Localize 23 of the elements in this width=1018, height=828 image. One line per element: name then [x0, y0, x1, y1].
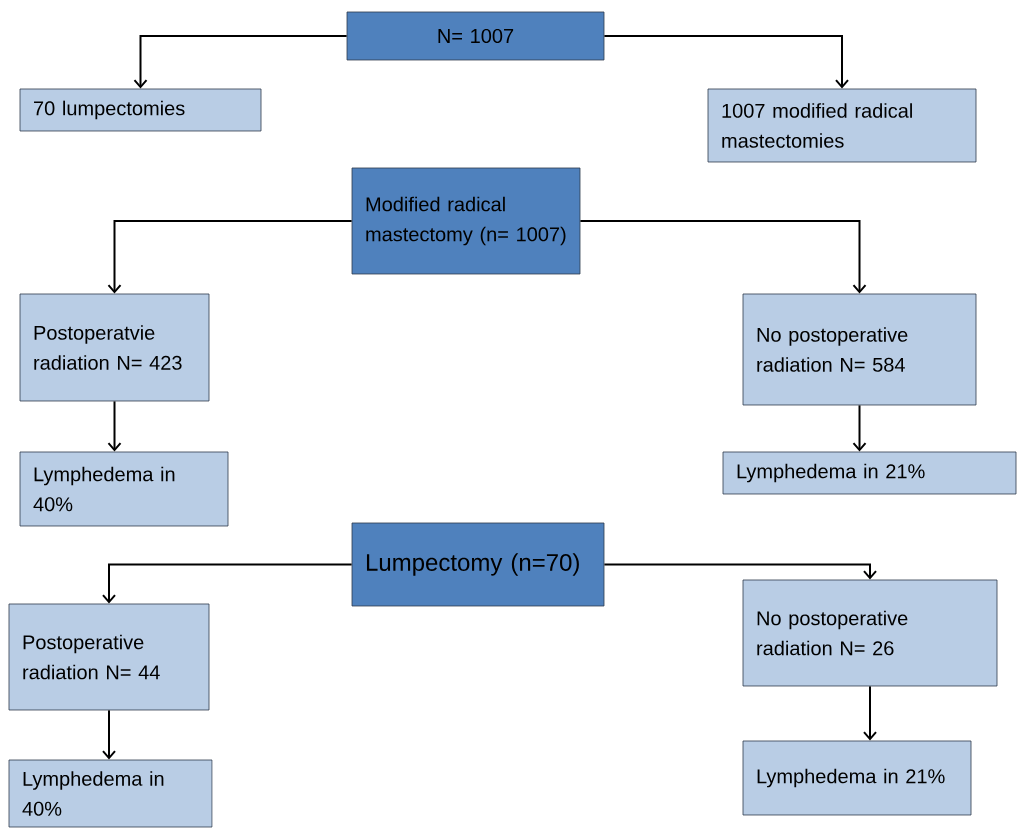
arrow	[603, 35, 849, 89]
arrow	[863, 685, 877, 741]
arrow	[579, 220, 867, 294]
arrow	[852, 404, 867, 452]
process-box: Lymphedema in 21%	[722, 451, 1017, 495]
arrow	[102, 709, 116, 760]
process-box: 1007 modified radical mastectomies	[707, 88, 977, 163]
arrow	[102, 563, 353, 604]
process-box: Lymphedema in 40%	[19, 451, 229, 527]
dark-process-box: N= 1007	[346, 11, 605, 61]
process-box: Lymphedema in 40%	[8, 759, 213, 828]
dark-process-box: Lumpectomy (n=70)	[351, 522, 605, 607]
process-box: Postoperatvie radiation N= 423	[19, 293, 210, 402]
process-box: No postoperative radiation N= 584	[742, 293, 977, 406]
process-box: No postoperative radiation N= 26	[742, 579, 998, 687]
process-box: Postoperative radiation N= 44	[8, 603, 210, 711]
arrow	[603, 563, 877, 580]
arrow	[133, 35, 348, 89]
dark-process-box: Modified radical mastectomy (n= 1007)	[351, 167, 581, 275]
arrow	[107, 400, 122, 452]
process-box: Lymphedema in 21%	[742, 740, 972, 816]
arrow	[107, 220, 353, 294]
process-box: 70 lumpectomies	[19, 88, 262, 132]
